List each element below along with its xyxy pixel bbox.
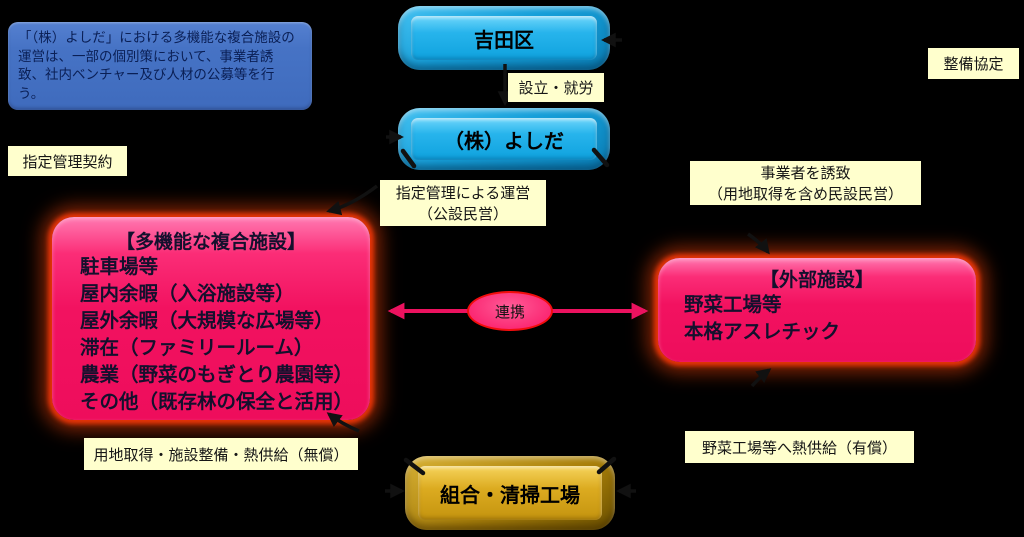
external-item: 野菜工場等	[684, 294, 782, 316]
node-yoshida-ward: 吉田区	[398, 6, 610, 70]
note-line: 「（株）よしだ」における多機能な複合施設の	[18, 30, 295, 45]
arrow-company-to-complex-tail	[400, 148, 417, 169]
complex-item: 駐車場等	[80, 256, 159, 278]
label-establish-employment: 設立・就労	[508, 73, 604, 102]
node-multifunction-complex-title: 【多機能な複合施設】	[115, 232, 306, 253]
external-item: 本格アスレチック	[684, 321, 841, 343]
label-invite-businesses: 事業者を誘致 （用地取得を含め民設民営）	[690, 161, 921, 205]
renkei-connector-ellipse: 連携	[467, 291, 553, 331]
arrow-union-to-complex-head	[326, 412, 360, 433]
complex-item: 滞在（ファミリールーム）	[80, 337, 314, 359]
node-external-facility: 【外部施設】 野菜工場等 本格アスレチック	[658, 258, 976, 362]
arrow-union-to-external-head	[750, 368, 772, 388]
node-union-cleaning-plant: 組合・清掃工場	[405, 456, 615, 530]
label-designated-management-contract: 指定管理契約	[8, 146, 127, 176]
arrow-company-to-external-tail	[591, 147, 610, 168]
arrow-union-to-external-tail	[596, 456, 617, 475]
node-yoshida-company: （株）よしだ	[398, 108, 610, 170]
note-line: う。	[18, 85, 45, 101]
label-maintenance-agreement: 整備協定	[928, 48, 1019, 79]
note-box: 「（株）よしだ」における多機能な複合施設の 運営は、一部の個別策において、事業者…	[8, 22, 312, 110]
note-line: 致、社内ベンチャー及び人材の公募等を行	[18, 67, 275, 82]
label-designated-management-operation: 指定管理による運営 （公設民営）	[380, 180, 546, 226]
arrow-union-to-complex-tail	[403, 457, 426, 476]
note-line: 運営は、一部の個別策において、事業者誘	[18, 48, 274, 64]
node-external-facility-title: 【外部施設】	[759, 270, 874, 291]
label-land-heat-supply-free: 用地取得・施設整備・熱供給（無償）	[84, 438, 358, 470]
complex-item: 屋内余暇（入浴施設等）	[80, 283, 295, 305]
node-multifunction-complex: 【多機能な複合施設】 駐車場等 屋内余暇（入浴施設等） 屋外余暇（大規模な広場等…	[52, 217, 370, 420]
node-yoshida-company-label: （株）よしだ	[444, 130, 564, 153]
node-yoshida-ward-label: 吉田区	[474, 29, 534, 52]
complex-item: 屋外余暇（大規模な広場等）	[80, 310, 334, 332]
label-heat-supply-paid: 野菜工場等へ熱供給（有償）	[685, 431, 914, 463]
complex-item: 農業（野菜のもぎとり農園等）	[80, 364, 354, 386]
arrow-company-to-external-head	[747, 232, 770, 255]
renkei-label: 連携	[494, 303, 525, 321]
node-union-cleaning-plant-label: 組合・清掃工場	[440, 484, 580, 507]
arrow-company-to-complex-head	[326, 184, 379, 216]
complex-item: その他（既存林の保全と活用）	[80, 391, 354, 413]
